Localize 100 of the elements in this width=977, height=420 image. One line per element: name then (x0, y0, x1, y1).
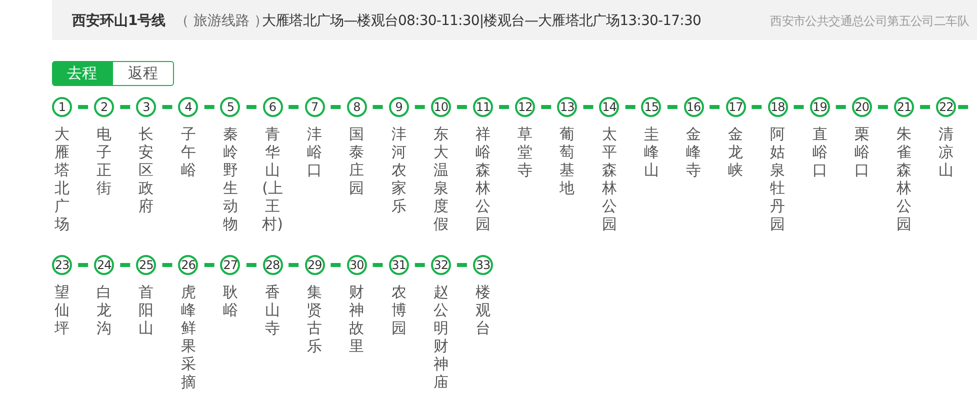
route-connector (499, 105, 510, 109)
stop-name: 白龙沟 (96, 283, 113, 337)
stop-circle: 18 (768, 97, 788, 117)
stop-name: 沣峪口 (306, 125, 324, 179)
stop-circle: 22 (936, 97, 956, 117)
stop-name: 栗峪口 (853, 125, 870, 179)
stop-circle: 26 (178, 255, 198, 275)
route-connector (541, 105, 552, 109)
stop-circle: 6 (262, 97, 282, 117)
stop-circle: 8 (346, 97, 367, 117)
stop-name: 金峰寺 (685, 125, 702, 179)
route-connector (246, 105, 256, 109)
route-connector (794, 105, 804, 109)
stop-name: 阿姑泉牡丹园 (769, 125, 786, 233)
stop-name: 沣河农家乐 (390, 125, 408, 215)
stop-circle: 11 (473, 97, 493, 117)
stop-circle: 1 (52, 97, 72, 117)
stop-name: 青华山(上王村) (262, 125, 283, 233)
stop-circle: 15 (641, 97, 662, 117)
route-connector (920, 105, 930, 109)
stop-circle: 24 (94, 255, 114, 275)
route-connector (120, 263, 130, 267)
route-connector (456, 105, 467, 109)
stop-name: 电子正街 (96, 125, 113, 197)
stop-circle: 13 (557, 97, 578, 117)
stop-circle: 31 (388, 255, 409, 275)
stop-circle: 7 (304, 97, 325, 117)
route-connector (667, 105, 678, 109)
stop-circle: 30 (346, 255, 367, 275)
stop-name: 秦岭野生动物 (222, 125, 239, 233)
route-connector (958, 105, 968, 109)
route-connector (246, 263, 256, 267)
route-connector (372, 105, 383, 109)
operator-name: 西安市公共交通总公司第五公司二车队 (770, 13, 969, 30)
stop-name: 国泰庄园 (348, 125, 366, 197)
stop-name: 首阳山 (138, 283, 155, 337)
route-connector (330, 105, 341, 109)
stop-name: 草堂寺 (516, 125, 534, 179)
inactive-tab: 返程 (112, 61, 174, 86)
route-connector (752, 105, 762, 109)
stop-name: 太平森林公园 (600, 125, 618, 233)
stop-circle: 33 (473, 255, 493, 275)
route-connector (456, 263, 467, 267)
stop-name: 农博园 (390, 283, 408, 337)
stop-name: 子午峪 (180, 125, 197, 179)
stop-circle: 14 (599, 97, 620, 117)
stop-name: 东大温泉度假 (432, 125, 450, 233)
stop-name: 长安区政府 (138, 125, 155, 215)
active-tab: 去程 (52, 61, 112, 86)
stop-name: 虎峰鲜果采摘 (180, 283, 197, 391)
stop-circle: 17 (726, 97, 746, 117)
stop-circle: 23 (52, 255, 72, 275)
stop-name: 望仙坪 (54, 283, 70, 337)
route-connector (372, 263, 383, 267)
stop-circle: 29 (304, 255, 325, 275)
stop-circle: 32 (430, 255, 451, 275)
route-connector (330, 263, 341, 267)
route-connector (414, 105, 425, 109)
route-connector (625, 105, 636, 109)
route-connector (414, 263, 425, 267)
route-connector (878, 105, 888, 109)
stop-circle: 12 (515, 97, 536, 117)
route-connector (162, 263, 172, 267)
route-connector (162, 105, 172, 109)
stop-circle: 2 (94, 97, 114, 117)
stop-name: 耿峪 (222, 283, 239, 319)
stop-circle: 4 (178, 97, 198, 117)
route-connector (288, 105, 299, 109)
stop-circle: 10 (430, 97, 451, 117)
route-connector (583, 105, 594, 109)
stop-name: 朱雀森林公园 (896, 125, 912, 233)
stop-circle: 25 (136, 255, 156, 275)
stop-name: 金龙峡 (727, 125, 744, 179)
route-connector (120, 105, 130, 109)
stop-name: 清凉山 (938, 125, 955, 179)
route-connector (836, 105, 846, 109)
stop-name: 圭峰山 (642, 125, 660, 179)
stop-circle: 9 (388, 97, 409, 117)
route-connector (204, 105, 214, 109)
stop-name: 葡萄基地 (558, 125, 576, 197)
stop-circle: 16 (684, 97, 704, 117)
stop-circle: 5 (220, 97, 240, 117)
route-connector (204, 263, 214, 267)
stop-name: 祥峪森林公园 (474, 125, 492, 233)
route-connector (78, 105, 88, 109)
stop-name: 财神故里 (348, 283, 366, 355)
stop-name: 香山寺 (264, 283, 281, 337)
stop-circle: 27 (220, 255, 240, 275)
stop-name: 集贤古乐 (306, 283, 324, 355)
stop-name: 赵公明财神庙 (432, 283, 450, 391)
stop-circle: 19 (810, 97, 830, 117)
stop-name: 大雁塔北广场 (54, 125, 70, 233)
route-connector (710, 105, 720, 109)
stop-circle: 20 (852, 97, 872, 117)
stop-circle: 21 (894, 97, 914, 117)
route-title: 西安环山1号线 (72, 12, 166, 30)
stop-circle: 28 (262, 255, 282, 275)
stop-name: 直峪口 (811, 125, 828, 179)
stop-circle: 3 (136, 97, 156, 117)
stop-name: 楼观台 (474, 283, 492, 337)
